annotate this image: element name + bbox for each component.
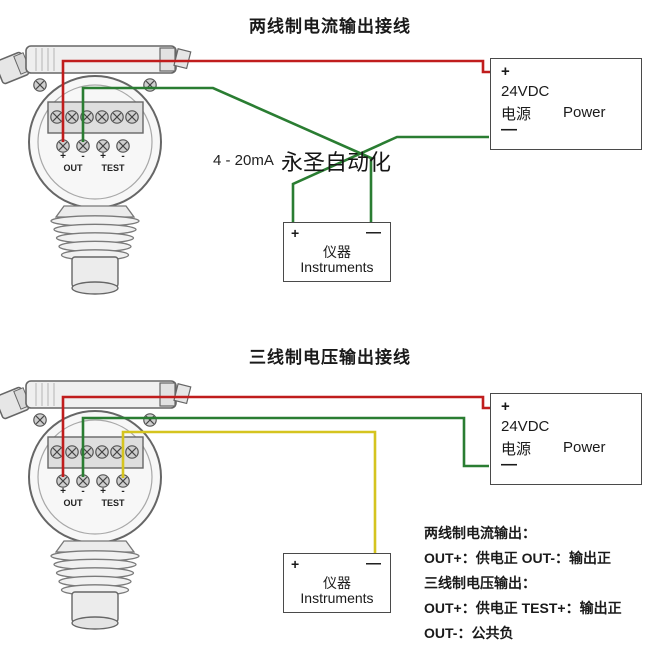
instrument-label-en: Instruments [300,590,374,606]
power-plus-terminal: + [501,63,510,80]
terminal-test-label-top: TEST [101,163,125,173]
current-loop-label: 4 - 20mA [213,152,274,169]
wire-green-top-return [291,135,489,223]
power-minus-terminal: — [501,121,517,138]
terminal-minus1-top: - [81,151,85,162]
wire-green-top-signal [81,86,373,223]
power-label-cn: 电源 [501,441,532,458]
instrument-box-top: + — 仪器 Instruments [283,222,391,282]
wire-red-top [61,59,491,142]
wire-yellow-bottom [121,430,377,554]
wire-red-bottom [61,395,491,477]
instrument-minus-terminal: — [366,224,381,241]
terminal-out-label-top: OUT [63,163,83,173]
instrument-minus-terminal: — [366,555,381,572]
power-plus-terminal: + [501,398,510,415]
bottom-diagram-title: 三线制电压输出接线 [249,348,411,367]
power-supply-box-top: + 24VDC 电源 Power — [490,58,642,150]
note-line: OUT+：供电正 OUT-：输出正 [424,550,612,566]
power-voltage-label: 24VDC [501,83,550,100]
power-minus-terminal: — [501,456,517,473]
power-supply-box-bottom: + 24VDC 电源 Power — [490,393,642,485]
instrument-plus-terminal: + [291,556,300,572]
terminal-minus2-top: - [121,151,125,162]
terminal-minus1-bottom: - [81,486,85,497]
instrument-box-bottom: + — 仪器 Instruments [283,553,391,613]
terminal-plus1-bottom: + [60,486,66,497]
power-label-en: Power [563,439,606,456]
top-diagram-title: 两线制电流输出接线 [249,17,411,36]
instrument-label-en: Instruments [300,259,374,275]
power-voltage-label: 24VDC [501,418,550,435]
terminal-plus1-top: + [60,151,66,162]
power-label-en: Power [563,104,606,121]
terminal-out-label-bottom: OUT [63,498,83,508]
terminal-plus2-top: + [100,151,106,162]
instrument-label-cn: 仪器 [323,575,351,591]
terminal-plus2-bottom: + [100,486,106,497]
watermark-text: 永圣自动化 [281,150,392,175]
wiring-notes: 两线制电流输出： OUT+：供电正 OUT-：输出正 三线制电压输出： OUT+… [424,521,622,646]
note-line: OUT+：供电正 TEST+：输出正 [424,600,622,616]
wire-green-bottom [81,416,489,477]
instrument-label-cn: 仪器 [323,244,351,260]
instrument-plus-terminal: + [291,225,300,241]
terminal-test-label-bottom: TEST [101,498,125,508]
note-line: 两线制电流输出： [424,525,536,541]
note-line: 三线制电压输出： [424,575,536,591]
power-label-cn: 电源 [501,106,532,123]
note-line: OUT-：公共负 [424,625,514,641]
terminal-minus2-bottom: - [121,486,125,497]
